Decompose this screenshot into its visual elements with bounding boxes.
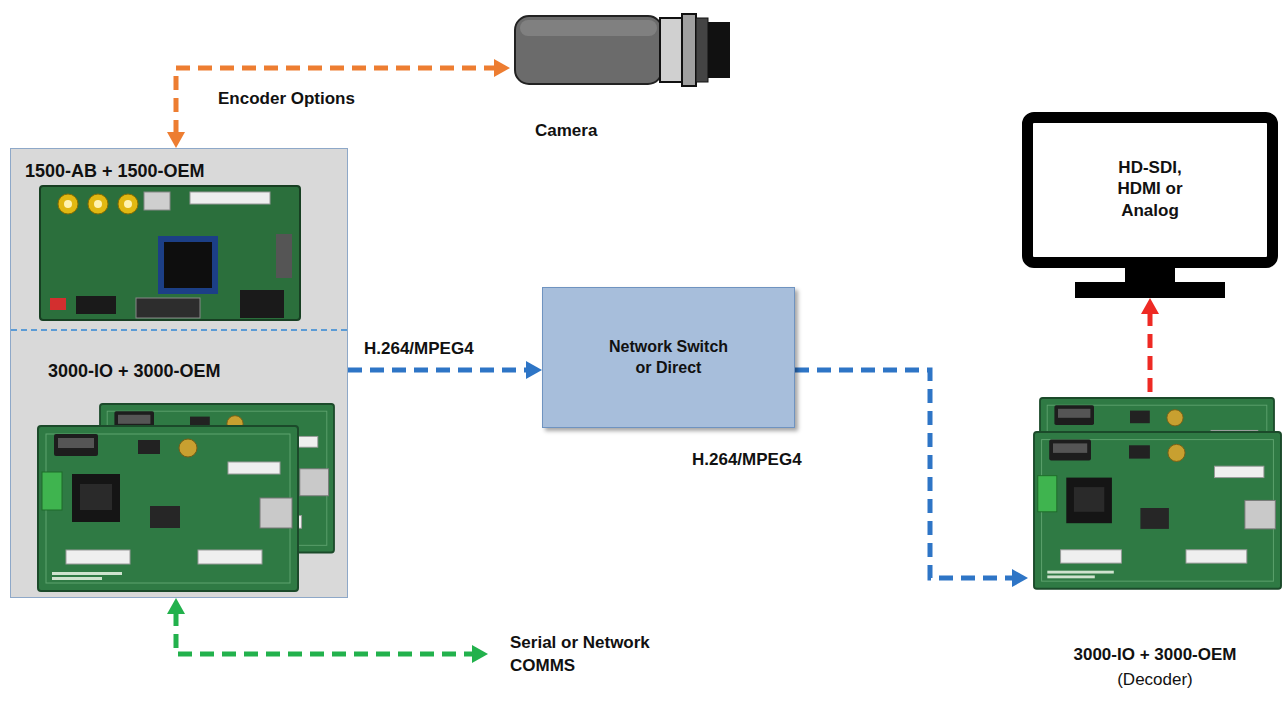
panel-ground: [10, 148, 348, 598]
monitor-node: HD-SDI, HDMI or Analog: [1022, 112, 1278, 298]
camera-picture: [515, 14, 730, 86]
edge-label: H.264/MPEG4: [362, 339, 476, 359]
node-text: 1500-AB + 1500-OEM: [25, 161, 205, 182]
arrow-head: [472, 645, 488, 663]
monitor-neck: [1125, 268, 1175, 282]
node-text: 3000-IO + 3000-OEM: [1073, 645, 1236, 665]
camera-picture-part: [696, 18, 708, 82]
camera-picture-part: [682, 14, 696, 86]
connector: [167, 59, 510, 148]
encoder-option-band: 1500-AB + 1500-OEM: [11, 149, 347, 329]
camera-picture-part: [520, 20, 657, 36]
encoder-panel: Encoder Options1500-AB + 1500-OEM3000-IO…: [10, 148, 348, 598]
arrow-head: [526, 361, 542, 379]
node-text: Camera: [535, 121, 597, 141]
connector: [795, 370, 1028, 587]
arrow-head: [1012, 569, 1028, 587]
monitor-base: [1075, 282, 1225, 298]
arrow-head: [1141, 298, 1159, 314]
arrow-head: [167, 598, 185, 614]
camera-picture-part: [708, 22, 730, 78]
node-text: (Decoder): [1117, 670, 1193, 690]
decoder-board-picture: [1034, 432, 1281, 589]
connector: [167, 598, 488, 663]
switch-box: Network Switch or Direct: [542, 287, 795, 428]
connector: [348, 361, 542, 379]
node-text: Encoder Options: [218, 89, 355, 109]
connector-line: [176, 68, 496, 134]
encoder-board-picture: [38, 426, 298, 591]
camera-picture-part: [660, 18, 682, 82]
node-text: HD-SDI, HDMI or Analog: [1100, 157, 1200, 221]
edge-label: H.264/MPEG4: [690, 450, 804, 470]
connector-line: [795, 370, 1014, 578]
connector-line: [176, 612, 474, 654]
node-text: Serial or Network COMMS: [510, 632, 680, 678]
node-text: 3000-IO + 3000-OEM: [48, 361, 221, 382]
encoder-board-picture: [40, 186, 300, 320]
connector-line: [1148, 312, 1153, 392]
node-text: Network Switch or Direct: [603, 337, 735, 379]
encoder-option-band: 3000-IO + 3000-OEM: [11, 329, 347, 597]
camera-picture-part: [515, 16, 662, 84]
arrow-head: [494, 59, 510, 77]
connector-line: [348, 368, 528, 373]
comms-node: Serial or Network COMMS: [510, 628, 685, 680]
camera-node: Camera: [510, 15, 735, 145]
connector: [1141, 298, 1159, 392]
decoder-node: 3000-IO + 3000-OEM (Decoder): [1028, 392, 1282, 695]
arrow-head: [167, 132, 185, 148]
